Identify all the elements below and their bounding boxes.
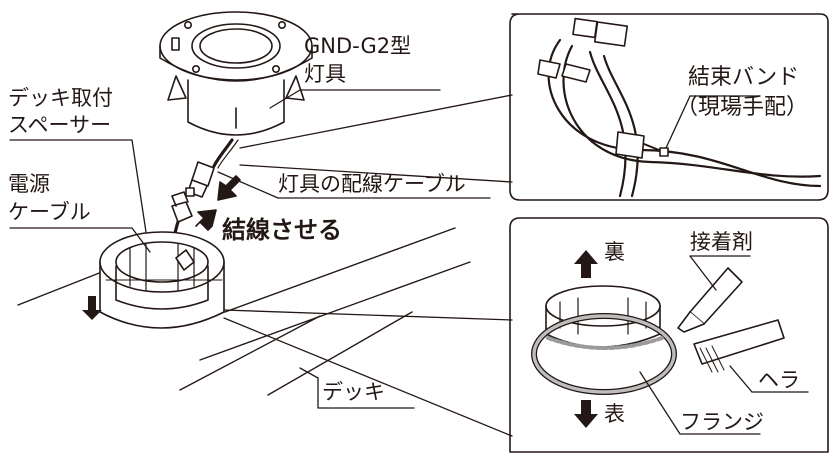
spacer-label-line1: デッキ取付 [8, 86, 113, 110]
flange-label: フランジ [680, 410, 764, 434]
spacer-arrow-down [82, 296, 102, 320]
fixture-cable-label: 灯具の配線ケーブル [278, 172, 466, 196]
power-cable-label-line2: ケーブル [8, 200, 91, 224]
power-cable-label-line1: 電源 [8, 172, 50, 196]
cable-tie-label-line1: 結束バンド [688, 65, 800, 90]
flange-illustration [531, 255, 809, 435]
adhesive-label: 接着剤 [690, 230, 753, 254]
fixture-label: 灯具 [304, 62, 346, 86]
cable-tie-detail-panel [509, 13, 829, 201]
deck-surface [17, 227, 471, 396]
cable-tie-label-line2: （現場手配） [676, 95, 809, 120]
connect-arrow-down [217, 175, 241, 201]
fixture-cable [212, 138, 234, 168]
front-label: 表 [604, 402, 625, 426]
adhesive-tube [689, 267, 743, 325]
flange-detail-panel [509, 217, 829, 453]
spatula-label: ヘラ [758, 368, 800, 392]
front-arrow-down [574, 400, 598, 428]
connect-arrow-up [195, 209, 217, 231]
back-label: 裏 [604, 240, 625, 264]
leader-lines [9, 89, 513, 437]
deck-spacer [99, 231, 225, 329]
back-arrow-up [574, 250, 598, 278]
connector-lower [171, 191, 193, 223]
connect-label: 結線させる [222, 216, 342, 244]
cable-tie-illustration [537, 17, 822, 198]
fixture-model-label: GND-G2型 [304, 34, 412, 58]
connector-upper [185, 161, 215, 198]
spacer-label-line2: スペーサー [8, 113, 112, 137]
deck-label: デッキ [322, 380, 385, 404]
light-fixture [159, 11, 313, 136]
spatula [693, 319, 785, 365]
